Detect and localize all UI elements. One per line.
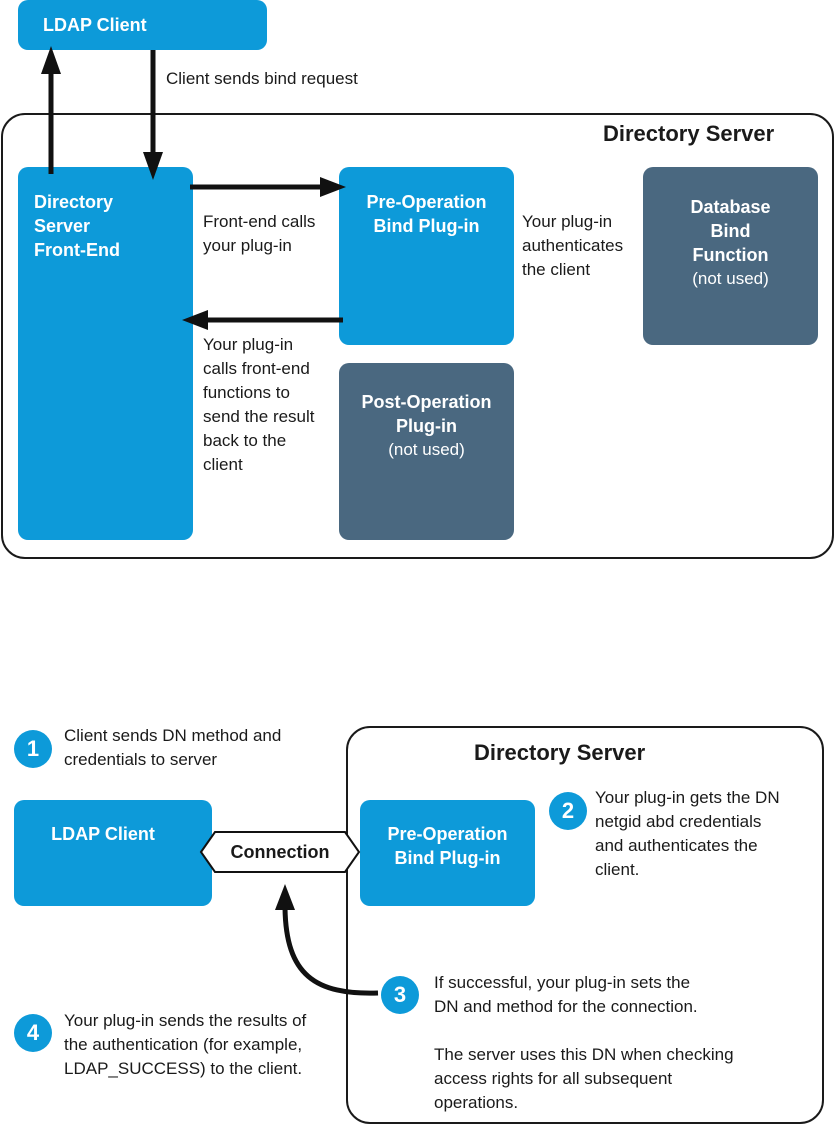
directory-server-title-top: Directory Server [603,121,775,146]
post-op-box: Post-Operation Plug-in (not used) [339,363,514,540]
database-label-1: Database [690,197,771,217]
authenticates-label-2: authenticates [522,236,624,255]
pre-op-box-bottom: Pre-Operation Bind Plug-in [360,800,535,906]
step-3-badge: 3 [381,976,419,1014]
post-op-note: (not used) [388,440,465,459]
front-end-label-2: Server [34,216,91,236]
pre-op-box-top: Pre-Operation Bind Plug-in [339,167,514,345]
connection-arrow [199,831,361,873]
database-label-3: Function [692,245,769,265]
authenticates-label-3: the client [522,260,591,279]
pre-op-label-top-2: Bind Plug-in [373,216,480,236]
pre-op-label-bottom-1: Pre-Operation [387,824,508,844]
ldap-client-box-top: LDAP Client [18,0,267,50]
database-bind-box: Database Bind Function (not used) [643,167,818,345]
step-1-text-2: credentials to server [64,750,218,769]
calls-frontend-label-3: functions to [203,383,290,402]
step-3-extra-3: operations. [434,1093,519,1112]
step-3-extra-2: access rights for all subsequent [434,1069,673,1088]
ldap-client-label-top: LDAP Client [43,15,147,35]
step-2-text-1: Your plug-in gets the DN [595,788,780,807]
database-note: (not used) [692,269,769,288]
step-4-text-1: Your plug-in sends the results of [64,1011,307,1030]
front-end-box: Directory Server Front-End [18,167,193,540]
front-end-label-3: Front-End [34,240,120,260]
step-3-text-1: If successful, your plug-in sets the [434,973,691,992]
pre-op-label-bottom-2: Bind Plug-in [394,848,501,868]
directory-server-frame-bottom [346,726,824,1124]
step-1-badge: 1 [14,730,52,768]
calls-plugin-label-1: Front-end calls [203,212,316,231]
arrow-left-to-front-end [182,310,343,330]
ldap-client-box-bottom: LDAP Client [14,800,212,906]
connection-label: Connection [230,842,330,862]
arrow-up-to-client [41,46,61,174]
arrow-down-to-front-end [143,50,163,180]
calls-frontend-label-1: Your plug-in [203,335,294,354]
step-2-text-2: netgid abd credentials [595,812,762,831]
step-1-text-1: Client sends DN method and [64,726,282,745]
calls-frontend-label-5: back to the [203,431,287,450]
step-3-text-2: DN and method for the connection. [434,997,698,1016]
curved-arrow-to-connection [275,884,379,996]
step-2-badge: 2 [549,792,587,830]
directory-server-frame-top [1,113,834,559]
calls-frontend-label-4: send the result [203,407,315,426]
post-op-label-1: Post-Operation [361,392,492,412]
post-op-label-2: Plug-in [396,416,457,436]
ldap-client-label-bottom: LDAP Client [51,824,155,844]
step-4-text-3: LDAP_SUCCESS) to the client. [64,1059,303,1078]
authenticates-label-1: Your plug-in [522,212,613,231]
step-3-extra-1: The server uses this DN when checking [434,1045,734,1064]
calls-plugin-label-2: your plug-in [203,236,292,255]
directory-server-title-bottom: Directory Server [474,740,646,765]
bind-request-label: Client sends bind request [166,69,358,88]
step-4-badge: 4 [14,1014,52,1052]
calls-frontend-label-6: client [203,455,243,474]
front-end-label-1: Directory [34,192,114,212]
calls-frontend-label-2: calls front-end [203,359,310,378]
arrow-right-to-plugin [190,177,346,197]
step-2-text-4: client. [595,860,640,879]
step-4-text-2: the authentication (for example, [64,1035,303,1054]
pre-op-label-top-1: Pre-Operation [366,192,487,212]
database-label-2: Bind [710,221,751,241]
step-2-text-3: and authenticates the [595,836,758,855]
